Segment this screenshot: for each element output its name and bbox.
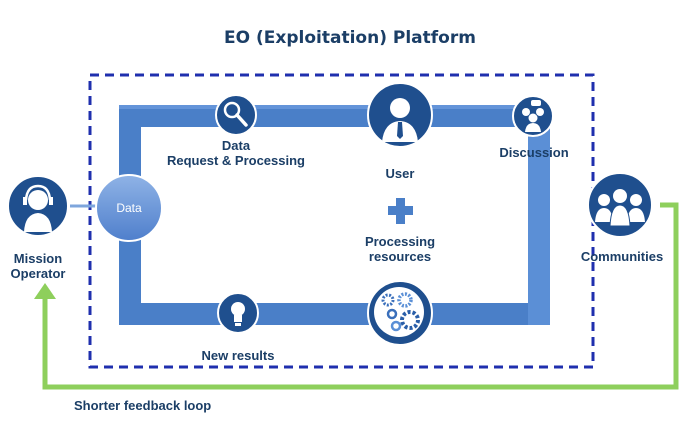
mission-operator-headset-icon bbox=[7, 175, 69, 237]
user-icon bbox=[367, 82, 433, 148]
new-results-label: New results bbox=[201, 348, 275, 363]
feedback-loop-arrow bbox=[34, 202, 679, 390]
data-hub-node bbox=[95, 174, 163, 242]
communities-label: Communities bbox=[580, 249, 664, 264]
data-request-line-1: Data bbox=[221, 138, 251, 153]
feedback-loop-label: Shorter feedback loop bbox=[74, 398, 212, 413]
processing-line-1: Processing bbox=[364, 234, 436, 249]
data-request-label: Data Request & Processing bbox=[156, 138, 316, 168]
discussion-group-icon bbox=[512, 95, 554, 137]
data-request-line-2: Request & Processing bbox=[167, 153, 305, 168]
processing-line-2: resources bbox=[368, 249, 432, 264]
magnifier-icon bbox=[215, 94, 257, 136]
communities-group-icon bbox=[587, 172, 653, 238]
mission-operator-label: Mission Operator bbox=[4, 251, 72, 281]
lightbulb-icon bbox=[217, 292, 259, 334]
mission-line-2: Operator bbox=[10, 266, 66, 281]
discussion-label: Discussion bbox=[499, 145, 569, 160]
diagram-title: EO (Exploitation) Platform bbox=[224, 28, 476, 48]
gears-icon bbox=[367, 280, 433, 346]
plus-icon bbox=[388, 198, 413, 224]
processing-resources-label: Processing resources bbox=[350, 234, 450, 264]
data-hub-label: Data bbox=[116, 201, 142, 215]
mission-line-1: Mission bbox=[13, 251, 63, 266]
user-label: User bbox=[385, 166, 415, 181]
